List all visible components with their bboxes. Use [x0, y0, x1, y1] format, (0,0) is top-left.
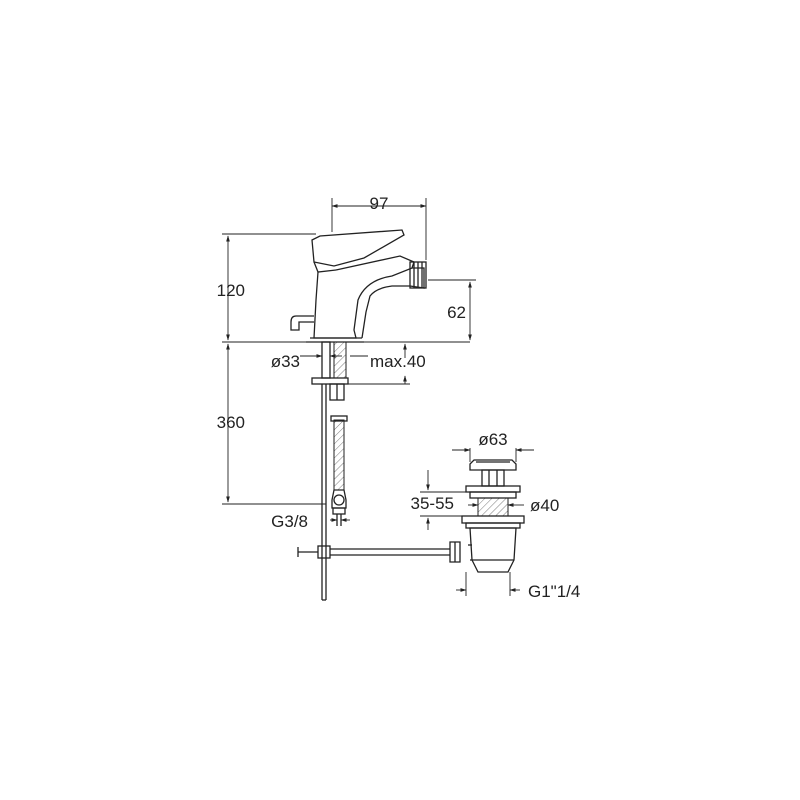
dim-total-height: 120: [217, 281, 245, 300]
waste-assembly: [461, 459, 525, 573]
dim-waste-diameter: ø63: [478, 430, 507, 449]
dim-max-thickness: max.40: [370, 352, 426, 371]
dim-waste-hole: ø40: [530, 496, 559, 515]
dim-waste-range: 35-55: [411, 494, 454, 513]
mixer-body: [290, 229, 427, 601]
dim-spout-reach: 97: [370, 194, 389, 213]
shank: [321, 341, 331, 379]
spout: [313, 267, 425, 339]
dim-hose-length: 360: [217, 413, 245, 432]
dim-spout-height: 62: [447, 303, 466, 322]
linkage-rod: [297, 541, 461, 563]
dim-connection: G3/8: [271, 512, 308, 531]
lever-handle: [311, 229, 405, 267]
dimension-lines: [222, 198, 534, 596]
dim-waste-thread: G1"1/4: [528, 582, 580, 601]
pop-up-knob: [290, 315, 314, 331]
fixing-plate: [311, 377, 349, 385]
threaded-stud: [333, 341, 347, 379]
flex-hose: [330, 415, 348, 526]
dim-base-diameter: ø33: [271, 352, 300, 371]
